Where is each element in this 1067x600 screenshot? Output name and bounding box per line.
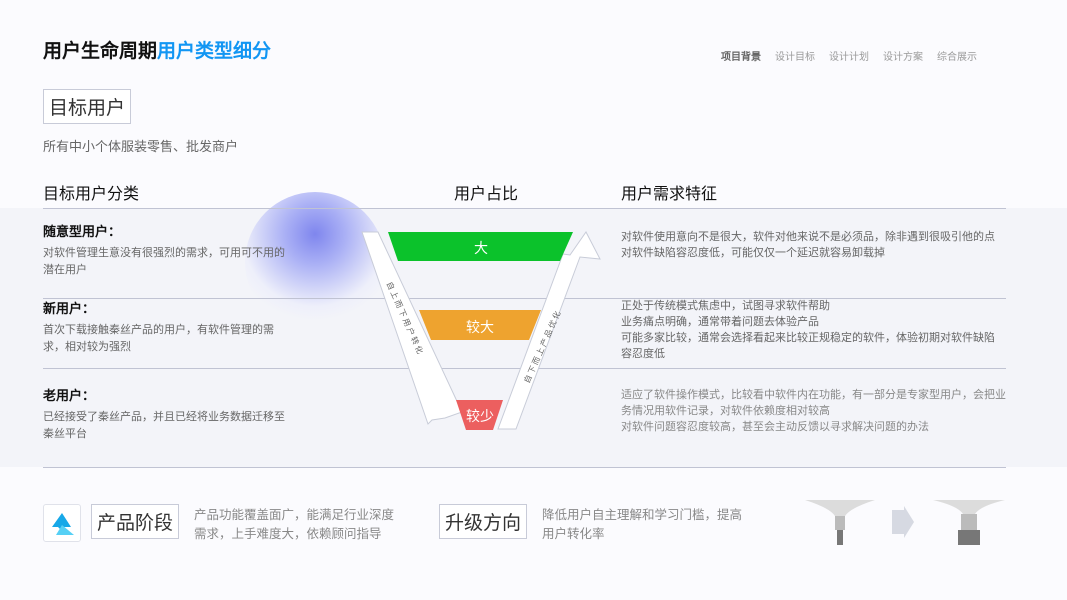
row-needs: 适应了软件操作模式，比较看中软件内在功能，有一部分是专家型用户，会把业务情况用软… [621, 388, 1006, 433]
up-arrow [497, 231, 601, 430]
ratio-small: 较少 [466, 409, 494, 425]
target-label: 目标用户 [43, 89, 132, 124]
nav-item[interactable]: 综合展示 [937, 52, 977, 63]
down-arrow [361, 231, 463, 425]
row-desc: 首次下载接触秦丝产品的用户，有软件管理的需求，相对较为强烈 [43, 323, 274, 353]
nav-item[interactable]: 设计计划 [829, 52, 869, 63]
top-nav: 项目背景 设计目标 设计计划 设计方案 综合展示 [721, 48, 977, 63]
upgrade-desc: 降低用户自主理解和学习门槛，提高用户转化率 [542, 507, 743, 541]
upgrade-label: 升级方向 [439, 504, 528, 539]
product-logo-icon [43, 504, 81, 542]
funnel-comparison-icon [805, 500, 1005, 545]
title-main: 用户生命周期 [43, 40, 158, 62]
funnel-tier-large [388, 232, 573, 261]
nav-item[interactable]: 设计方案 [883, 52, 923, 63]
row-title: 新用户： [43, 302, 96, 317]
row-title: 随意型用户： [43, 225, 122, 240]
funnel-tier-medium [419, 310, 541, 340]
row-needs: 正处于传统模式焦虑中，试图寻求软件帮助业务痛点明确，通常带着问题去体验产品可能多… [621, 299, 995, 360]
stage-desc: 产品功能覆盖面广，能满足行业深度需求，上手难度大，依赖顾问指导 [194, 507, 395, 541]
funnel-diagram [361, 231, 601, 430]
nav-item[interactable]: 项目背景 [721, 52, 761, 63]
stage-label: 产品阶段 [91, 504, 180, 539]
row-needs: 对软件使用意向不是很大，软件对他来说不是必须品，除非遇到很吸引他的点对软件缺陷容… [621, 230, 995, 259]
divider [43, 298, 1006, 299]
row-desc: 已经接受了秦丝产品，并且已经将业务数据迁移至秦丝平台 [43, 410, 285, 440]
divider [43, 208, 1006, 209]
target-desc: 所有中小个体服装零售、批发商户 [43, 140, 239, 155]
ratio-medium: 较大 [466, 320, 494, 336]
title-highlight: 用户类型细分 [157, 40, 272, 62]
ratio-large: 大 [474, 241, 488, 257]
row-desc: 对软件管理生意没有很强烈的需求，可用可不用的潜在用户 [43, 246, 285, 276]
page-title: 用户生命周期用户类型细分 [43, 36, 271, 63]
col-needs: 用户需求特征 [621, 184, 718, 203]
col-category: 目标用户分类 [43, 184, 140, 203]
row-title: 老用户： [43, 389, 96, 404]
funnel-tier-small [456, 400, 503, 430]
col-ratio: 用户占比 [454, 184, 519, 203]
decorative-glow [245, 192, 385, 332]
nav-item[interactable]: 设计目标 [775, 52, 815, 63]
divider [43, 467, 1006, 468]
